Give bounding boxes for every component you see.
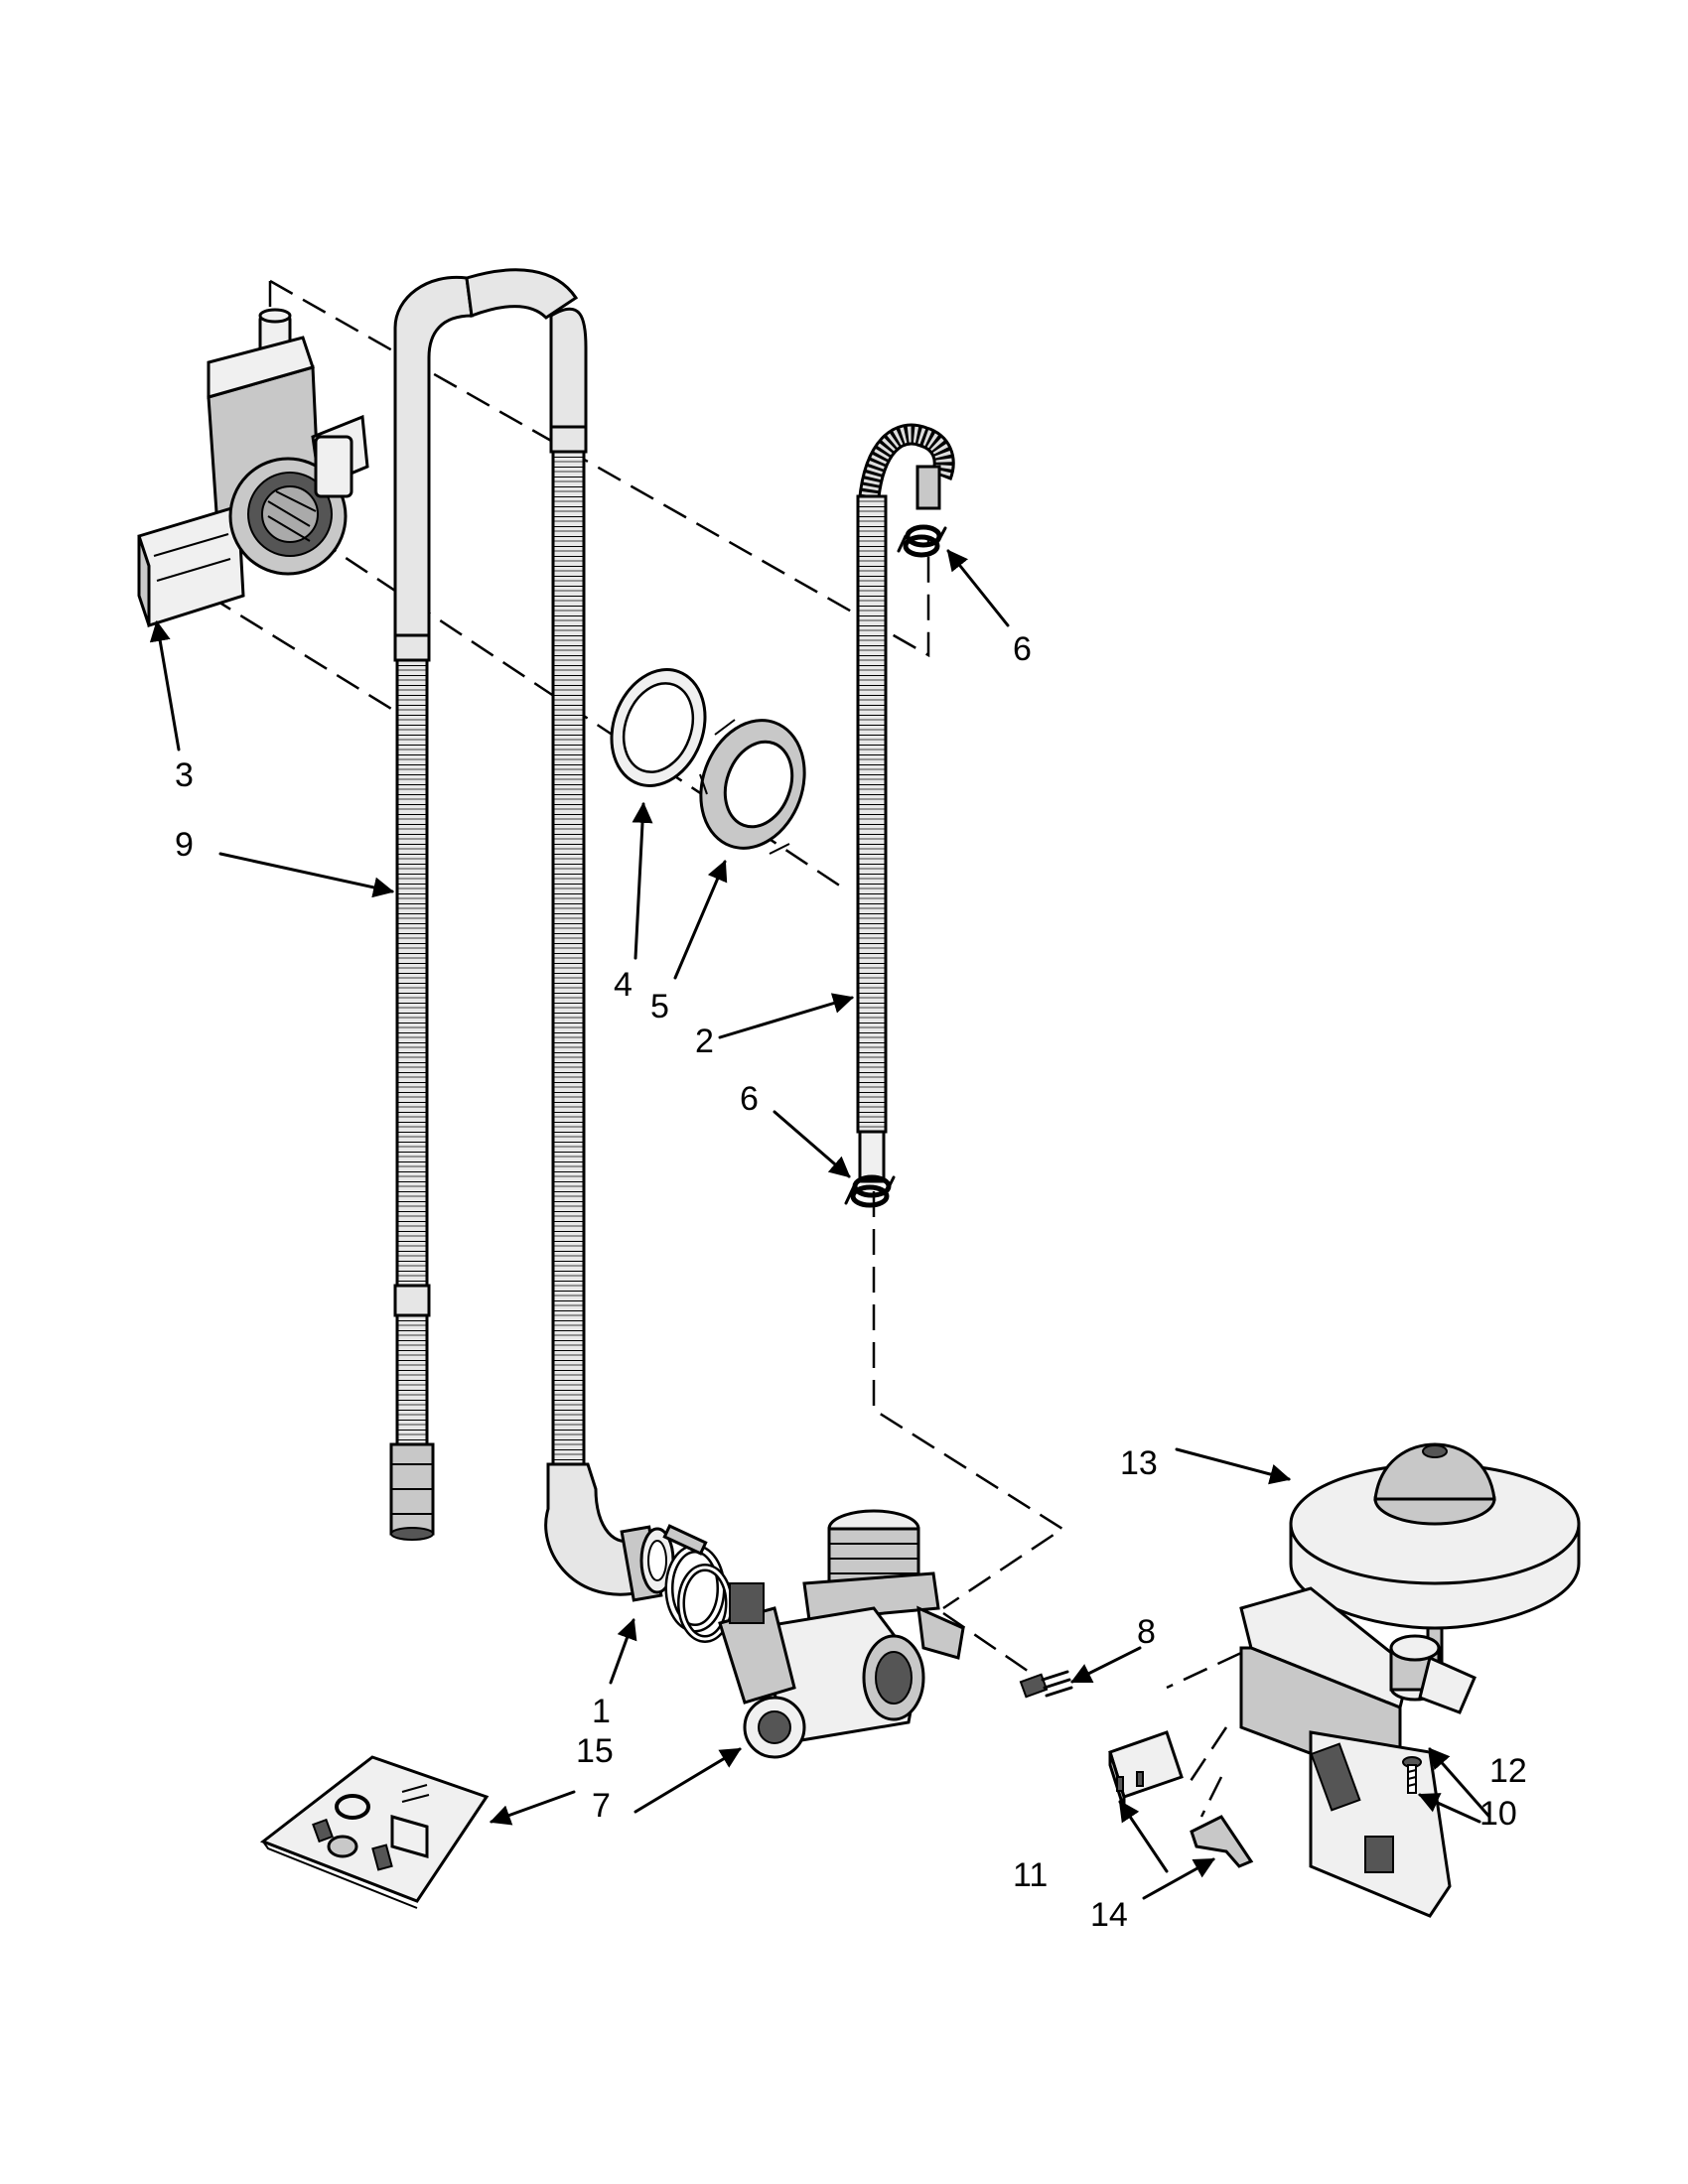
callout-13: 13 — [1120, 1444, 1158, 1482]
arrow-7 — [633, 1747, 742, 1814]
part-11-microswitch — [1108, 1730, 1184, 1810]
arrow-3 — [149, 619, 181, 751]
part-7-inlet-valve — [718, 1509, 965, 1759]
arrow-11 — [1118, 1800, 1169, 1873]
part-12-switch-housing — [1239, 1586, 1477, 1918]
arrow-15 — [490, 1790, 576, 1826]
callout-1: 1 — [592, 1693, 611, 1730]
arrow-9 — [218, 852, 395, 898]
callout-labels: 3 9 4 5 2 6 6 1 15 7 8 13 12 10 11 14 — [175, 630, 1527, 1934]
arrow-14 — [1142, 1857, 1215, 1900]
arrow-8 — [1070, 1646, 1142, 1684]
part-4-washer — [610, 668, 707, 787]
arrow-13 — [1175, 1447, 1292, 1485]
part-1-hose-clamp — [662, 1524, 733, 1643]
callout-7: 7 — [592, 1787, 611, 1825]
part-2-fill-hose — [856, 423, 955, 1183]
arrow-12 — [1428, 1747, 1491, 1819]
callout-8: 8 — [1137, 1613, 1156, 1651]
callout-2: 2 — [695, 1023, 714, 1060]
leader-arrows — [149, 549, 1491, 1900]
part-14-lever — [1190, 1815, 1254, 1868]
part-9-drain-hose — [389, 268, 675, 1602]
arrow-2 — [718, 993, 855, 1039]
part-8-screw — [1019, 1670, 1073, 1699]
callout-6-top: 6 — [1013, 630, 1032, 668]
callout-5: 5 — [650, 988, 669, 1025]
part-15-hardware-bag — [259, 1755, 490, 1909]
arrow-5 — [673, 860, 728, 980]
part-5-nut — [699, 719, 806, 855]
part-13-float — [1289, 1442, 1581, 1665]
callout-4: 4 — [614, 966, 633, 1004]
arrow-10 — [1418, 1793, 1481, 1824]
assembly-lines — [208, 279, 1242, 1818]
callout-14: 14 — [1090, 1896, 1128, 1934]
arrow-1 — [609, 1618, 637, 1685]
callout-11: 11 — [1013, 1856, 1048, 1894]
arrow-6-top — [946, 549, 1010, 627]
arrow-6-bottom — [773, 1110, 851, 1178]
callout-3: 3 — [175, 756, 194, 794]
part-3-sump-bracket — [137, 308, 369, 627]
callout-10: 10 — [1479, 1795, 1517, 1833]
callout-9: 9 — [175, 826, 194, 864]
callout-12: 12 — [1489, 1752, 1527, 1790]
callout-15: 15 — [576, 1732, 614, 1770]
part-6-clamp-bottom — [844, 1174, 896, 1208]
part-6-clamp-top — [897, 524, 947, 558]
callout-6-bottom: 6 — [740, 1080, 759, 1118]
arrow-4 — [632, 801, 653, 960]
part-10-screw — [1402, 1756, 1422, 1794]
